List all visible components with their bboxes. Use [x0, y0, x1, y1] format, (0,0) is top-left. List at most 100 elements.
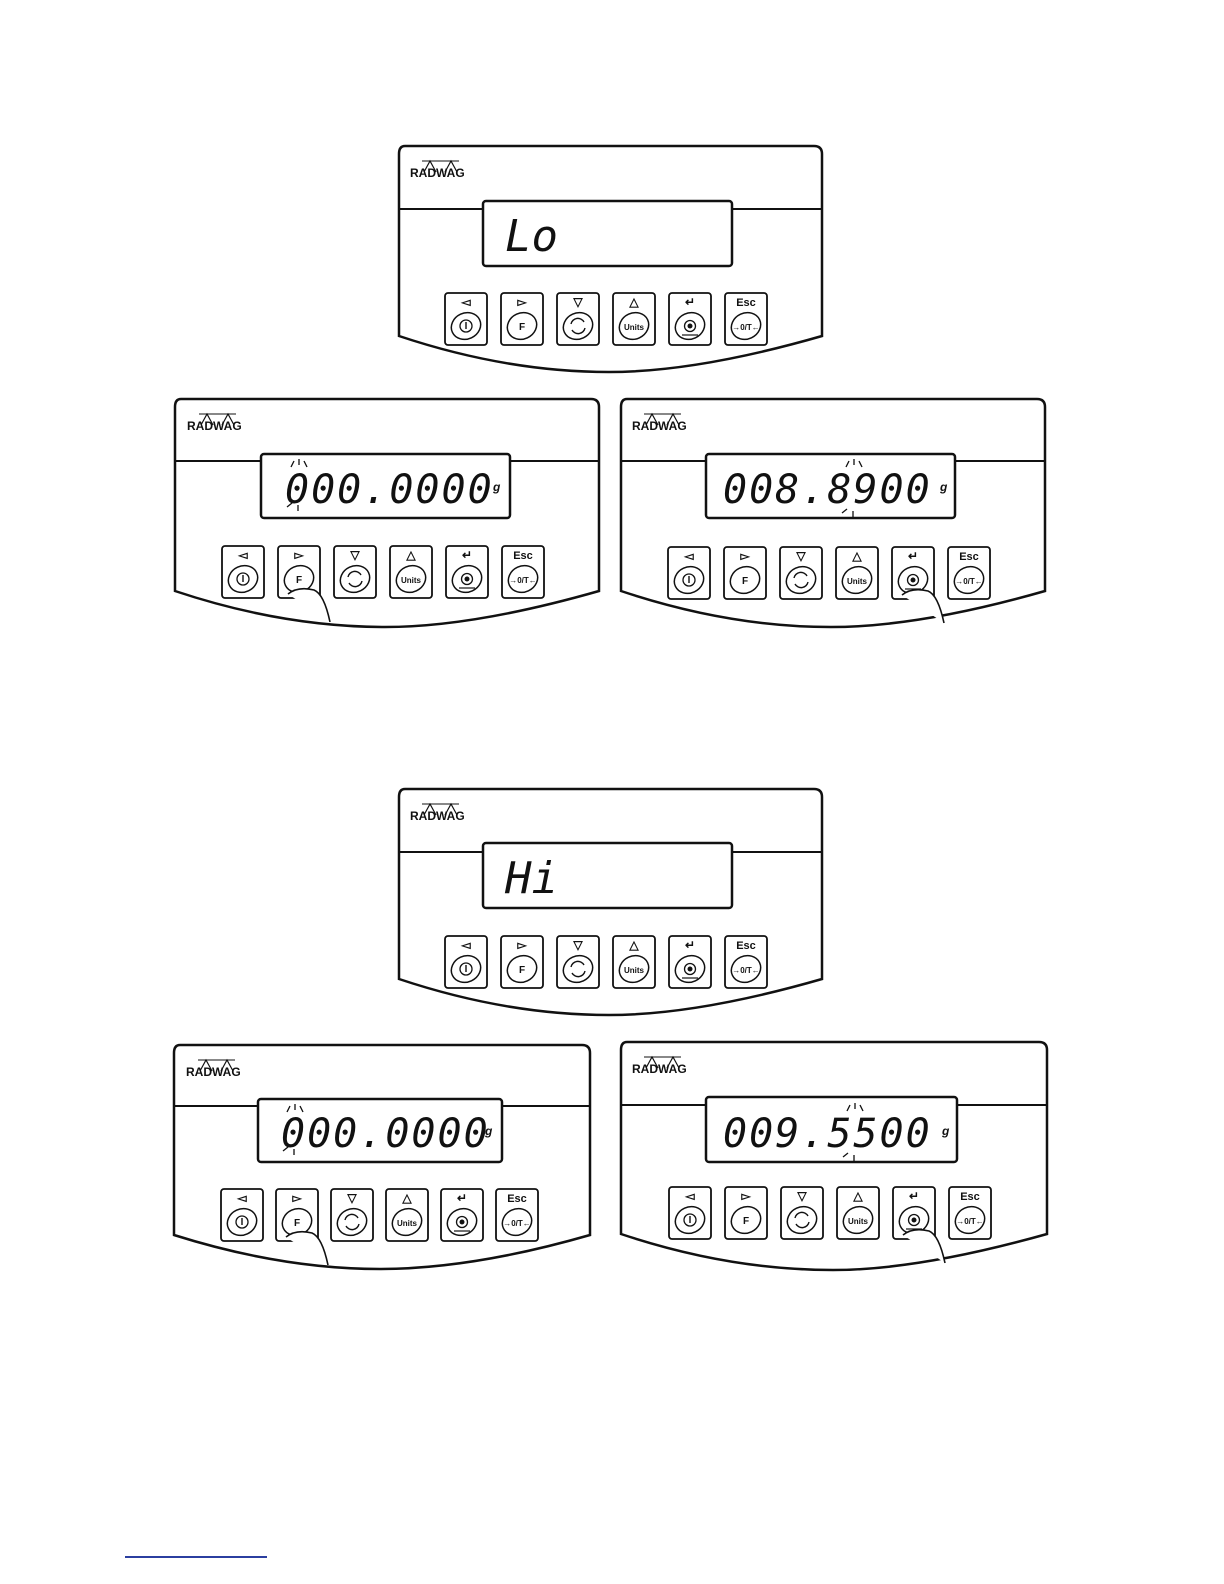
- left-power-button-top-label: ◅: [460, 938, 471, 952]
- right-function-button[interactable]: ▻F: [501, 293, 543, 345]
- svg-text:RADWAG: RADWAG: [632, 1062, 687, 1076]
- left-power-button[interactable]: ◅: [445, 293, 487, 345]
- svg-text:RADWAG: RADWAG: [186, 1065, 241, 1079]
- up-units-button[interactable]: △ Units: [836, 547, 878, 599]
- up-units-button[interactable]: △ Units: [613, 293, 655, 345]
- right-function-button-main-label: F: [296, 575, 302, 586]
- esc-zero-tare-button-main-label: →0/T←: [503, 1219, 531, 1228]
- down-cycle-button-top-label: ▽: [346, 1191, 357, 1205]
- up-units-button-main-label: Units: [847, 577, 868, 586]
- up-units-button-top-label: △: [851, 549, 862, 563]
- scale-panel-hi-set: RADWAG 009.5500 g ◅▻F▽△Units↵Esc→0/T←: [619, 1042, 1047, 1270]
- lcd-readout: 000.0000: [281, 1111, 490, 1157]
- enter-print-button-top-label: ↵: [685, 295, 695, 309]
- scale-panel-lo-set: RADWAG 008.8900 g ◅▻F▽△Units↵Esc→0/T←: [619, 399, 1045, 627]
- up-units-button[interactable]: △ Units: [386, 1189, 428, 1241]
- up-units-button[interactable]: △ Units: [613, 936, 655, 988]
- right-function-button-main-label: F: [519, 965, 525, 976]
- up-units-button-main-label: Units: [401, 576, 422, 585]
- right-function-button-main-label: F: [743, 1216, 749, 1227]
- up-units-button[interactable]: △ Units: [390, 546, 432, 598]
- esc-zero-tare-button-top-label: Esc: [736, 297, 756, 309]
- right-function-button[interactable]: ▻F: [724, 547, 766, 599]
- right-function-button[interactable]: ▻F: [501, 936, 543, 988]
- left-power-button[interactable]: ◅: [221, 1189, 263, 1241]
- panel-svg: RADWAG Lo ◅▻F▽△Units↵Esc→0/T←: [397, 146, 822, 372]
- esc-zero-tare-button-main-label: →0/T←: [956, 1217, 984, 1226]
- left-power-button[interactable]: ◅: [668, 547, 710, 599]
- enter-print-button[interactable]: ↵: [446, 546, 488, 598]
- esc-zero-tare-button[interactable]: Esc→0/T←: [725, 293, 767, 345]
- down-cycle-button-top-label: ▽: [572, 938, 583, 952]
- up-units-button-top-label: △: [628, 938, 639, 952]
- esc-zero-tare-button[interactable]: Esc →0/T←: [502, 546, 544, 598]
- up-units-button-top-label: △: [852, 1189, 863, 1203]
- left-power-button[interactable]: ◅: [445, 936, 487, 988]
- down-cycle-button-top-label: ▽: [796, 1189, 807, 1203]
- svg-text:RADWAG: RADWAG: [410, 809, 465, 823]
- esc-zero-tare-button-top-label: Esc: [513, 550, 533, 562]
- right-function-button-main-label: F: [742, 576, 748, 587]
- up-units-button-top-label: △: [405, 548, 416, 562]
- footnote-separator: [125, 1556, 267, 1558]
- panel-svg: RADWAG 009.5500 g ◅▻F▽△Units↵Esc→0/T←: [619, 1042, 1047, 1270]
- down-cycle-button-top-label: ▽: [795, 549, 806, 563]
- down-cycle-button[interactable]: ▽: [780, 547, 822, 599]
- enter-print-button[interactable]: ↵: [669, 936, 711, 988]
- up-units-button-main-label: Units: [848, 1217, 869, 1226]
- esc-zero-tare-button[interactable]: Esc →0/T←: [725, 936, 767, 988]
- unit-label: g: [941, 1124, 950, 1138]
- up-units-button-main-label: Units: [624, 966, 645, 975]
- esc-zero-tare-button[interactable]: Esc →0/T←: [496, 1189, 538, 1241]
- down-cycle-button[interactable]: ▽: [557, 936, 599, 988]
- lcd-readout: Lo: [505, 211, 558, 262]
- panel-svg: RADWAG 000.0000 g ◅▻F▽△Units↵Esc→0/T←: [172, 1045, 590, 1269]
- left-power-button-top-label: ◅: [237, 548, 248, 562]
- down-cycle-button[interactable]: ▽: [781, 1187, 823, 1239]
- enter-print-button-top-label: ↵: [908, 549, 918, 563]
- scale-panel-hi-prompt: RADWAG Hi ◅▻F▽△Units↵Esc→0/T←: [397, 789, 822, 1015]
- lcd-readout: 009.5500: [723, 1111, 932, 1157]
- esc-zero-tare-button[interactable]: Esc→0/T←: [948, 547, 990, 599]
- left-power-button-top-label: ◅: [683, 549, 694, 563]
- scale-panel-lo-prompt: RADWAG Lo ◅▻F▽△Units↵Esc→0/T←: [397, 146, 822, 372]
- svg-text:RADWAG: RADWAG: [410, 166, 465, 180]
- enter-print-button-top-label: ↵: [685, 938, 695, 952]
- esc-zero-tare-button-main-label: →0/T←: [509, 576, 537, 585]
- enter-print-button[interactable]: ↵: [669, 293, 711, 345]
- esc-zero-tare-button-top-label: Esc: [959, 551, 979, 563]
- esc-zero-tare-button-top-label: Esc: [507, 1193, 527, 1205]
- up-units-button[interactable]: △ Units: [837, 1187, 879, 1239]
- up-units-button-top-label: △: [401, 1191, 412, 1205]
- esc-zero-tare-button-top-label: Esc: [960, 1191, 980, 1203]
- down-cycle-button[interactable]: ▽: [334, 546, 376, 598]
- enter-print-button[interactable]: ↵: [441, 1189, 483, 1241]
- left-power-button-top-label: ◅: [460, 295, 471, 309]
- down-cycle-button[interactable]: ▽: [557, 293, 599, 345]
- esc-zero-tare-button-main-label: →0/T←: [732, 966, 760, 975]
- right-function-button-top-label: ▻: [516, 938, 527, 952]
- esc-zero-tare-button[interactable]: Esc →0/T←: [949, 1187, 991, 1239]
- lcd-readout: 008.8900: [723, 467, 932, 513]
- svg-text:RADWAG: RADWAG: [187, 419, 242, 433]
- svg-text:RADWAG: RADWAG: [632, 419, 687, 433]
- right-function-button[interactable]: ▻F: [725, 1187, 767, 1239]
- down-cycle-button[interactable]: ▽: [331, 1189, 373, 1241]
- lcd-readout: Hi: [504, 853, 558, 904]
- up-units-button-main-label: Units: [624, 323, 645, 332]
- left-power-button-top-label: ◅: [684, 1189, 695, 1203]
- up-units-button-main-label: Units: [397, 1219, 418, 1228]
- right-function-button-top-label: ▻: [293, 548, 304, 562]
- enter-print-button-top-label: ↵: [457, 1191, 467, 1205]
- right-function-button-top-label: ▻: [291, 1191, 302, 1205]
- right-function-button-top-label: ▻: [516, 295, 527, 309]
- up-units-button-top-label: △: [628, 295, 639, 309]
- left-power-button[interactable]: ◅: [669, 1187, 711, 1239]
- right-function-button-main-label: F: [519, 322, 525, 333]
- esc-zero-tare-button-top-label: Esc: [736, 940, 756, 952]
- panel-svg: RADWAG 000.0000 g ◅▻F▽△Units↵Esc→0/T←: [173, 399, 599, 627]
- left-power-button[interactable]: ◅: [222, 546, 264, 598]
- down-cycle-button-top-label: ▽: [349, 548, 360, 562]
- panel-svg: RADWAG Hi ◅▻F▽△Units↵Esc→0/T←: [397, 789, 822, 1015]
- left-power-button-top-label: ◅: [236, 1191, 247, 1205]
